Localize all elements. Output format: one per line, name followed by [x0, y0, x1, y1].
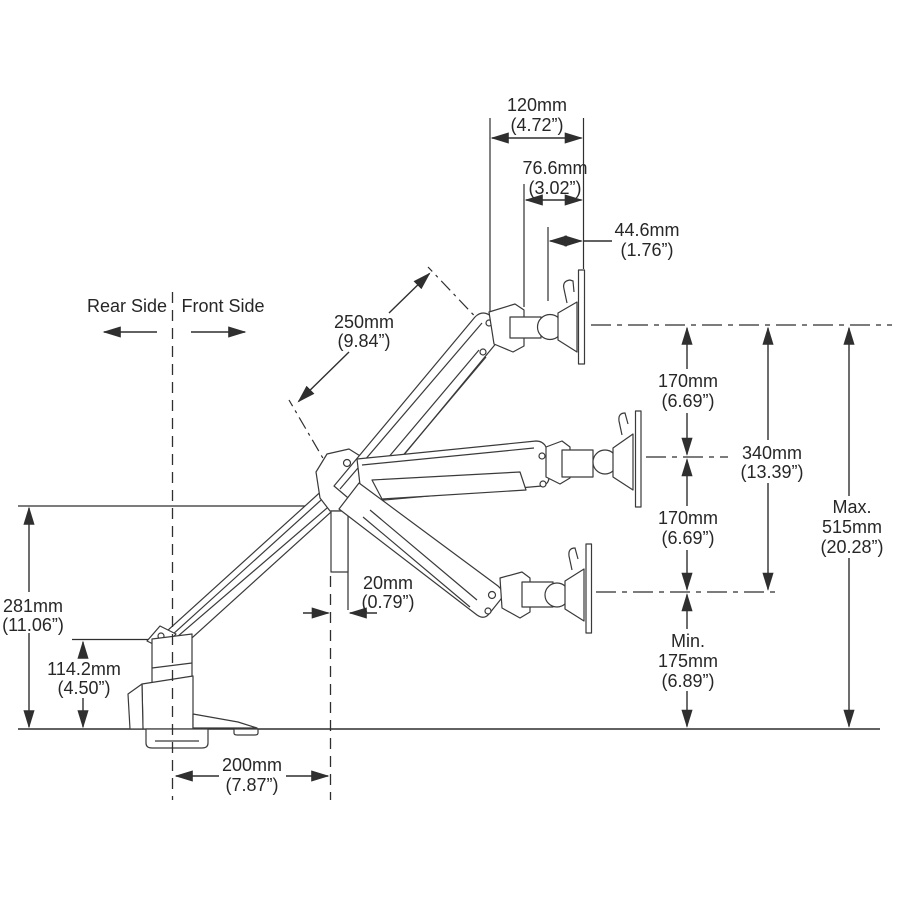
label-250mm-inch: (9.84”) [337, 331, 390, 351]
head-link-mid [561, 449, 594, 478]
dim-height-max: Max. 515mm (20.28”) [820, 326, 884, 728]
plate-hook-down [568, 547, 579, 571]
label-200mm-inch: (7.87”) [225, 775, 278, 795]
monitor-arm-drawing [127, 269, 642, 749]
vesa-bracket-mid [612, 433, 634, 491]
label-20mm: 20mm [363, 573, 413, 593]
arm-position-down [338, 482, 504, 618]
vesa-bracket-down [564, 568, 585, 622]
base-foot-pad [233, 728, 259, 736]
dim-pivot-height: 281mm (11.06”) [2, 506, 64, 729]
label-170a-inch: (6.69”) [661, 391, 714, 411]
under-desk-clamp [145, 728, 209, 749]
label-min-mm: 175mm [658, 651, 718, 671]
dim-small-width: 44.6mm (1.76”) [548, 220, 680, 260]
dim-base-height: 114.2mm (4.50”) [47, 640, 121, 729]
base-front-panel [127, 683, 144, 730]
label-200mm: 200mm [222, 755, 282, 775]
label-170b-inch: (6.69”) [661, 528, 714, 548]
label-44mm-inch: (1.76”) [620, 240, 673, 260]
label-340mm: 340mm [742, 443, 802, 463]
plate-hook-up [563, 279, 575, 304]
base-foot [192, 713, 258, 729]
label-min: Min. [671, 631, 705, 651]
head-link-down [521, 581, 554, 608]
label-76mm: 76.6mm [522, 158, 587, 178]
label-250mm: 250mm [334, 312, 394, 332]
label-340mm-inch: (13.39”) [740, 462, 803, 482]
monitor-plate-mid [634, 410, 642, 508]
plate-hook-mid [618, 412, 629, 436]
dim-arm-length: 250mm (9.84”) [297, 272, 431, 403]
rear-side-label: Rear Side [87, 296, 167, 316]
label-20mm-inch: (0.79”) [361, 592, 414, 612]
label-281mm-inch: (11.06”) [2, 615, 64, 635]
front-side-label: Front Side [181, 296, 264, 316]
side-indicators: Rear Side Front Side [87, 296, 265, 338]
dim-lift-upper: 170mm (6.69”) [658, 326, 718, 456]
label-44mm: 44.6mm [614, 220, 679, 240]
monitor-plate-up [577, 269, 586, 365]
label-170a: 170mm [658, 371, 718, 391]
monitor-head-down [499, 543, 593, 634]
dim-lift-lower: 170mm (6.69”) [658, 458, 718, 591]
label-min-inch: (6.89”) [661, 671, 714, 691]
vesa-bracket-up [557, 301, 578, 353]
label-281mm: 281mm [3, 596, 63, 616]
dim-top-width: 120mm (4.72”) [490, 95, 583, 144]
dim-height-min: Min. 175mm (6.89”) [658, 593, 718, 728]
monitor-plate-down [585, 543, 593, 634]
elbow-pivot-screw [342, 458, 352, 468]
label-76mm-inch: (3.02”) [528, 178, 581, 198]
label-120mm-inch: (4.72”) [510, 115, 563, 135]
base-body [141, 675, 194, 730]
head-link-up [509, 316, 542, 339]
dim-lift-total: 340mm (13.39”) [740, 326, 804, 591]
label-max-mm: 515mm [822, 517, 882, 537]
arm-position-mid [356, 440, 550, 503]
center-lines [171, 292, 892, 800]
label-max-inch: (20.28”) [820, 537, 883, 557]
label-170b: 170mm [658, 508, 718, 528]
label-114mm: 114.2mm [47, 659, 121, 679]
label-max: Max. [832, 497, 871, 517]
head-clevis-up [488, 303, 525, 353]
monitor-head-mid [545, 410, 642, 508]
elbow-column [330, 510, 349, 573]
riser-arm [146, 476, 353, 657]
label-114mm-inch: (4.50”) [57, 678, 110, 698]
reference-lines [18, 118, 880, 730]
dim-mid-width: 76.6mm (3.02”) [522, 158, 588, 206]
desk-clamp-base [127, 633, 259, 749]
label-120mm: 120mm [507, 95, 567, 115]
dim-offset: 20mm (0.79”) [303, 573, 415, 619]
dim-reach: 200mm (7.87”) [174, 755, 330, 795]
monitor-head-up [488, 269, 586, 365]
